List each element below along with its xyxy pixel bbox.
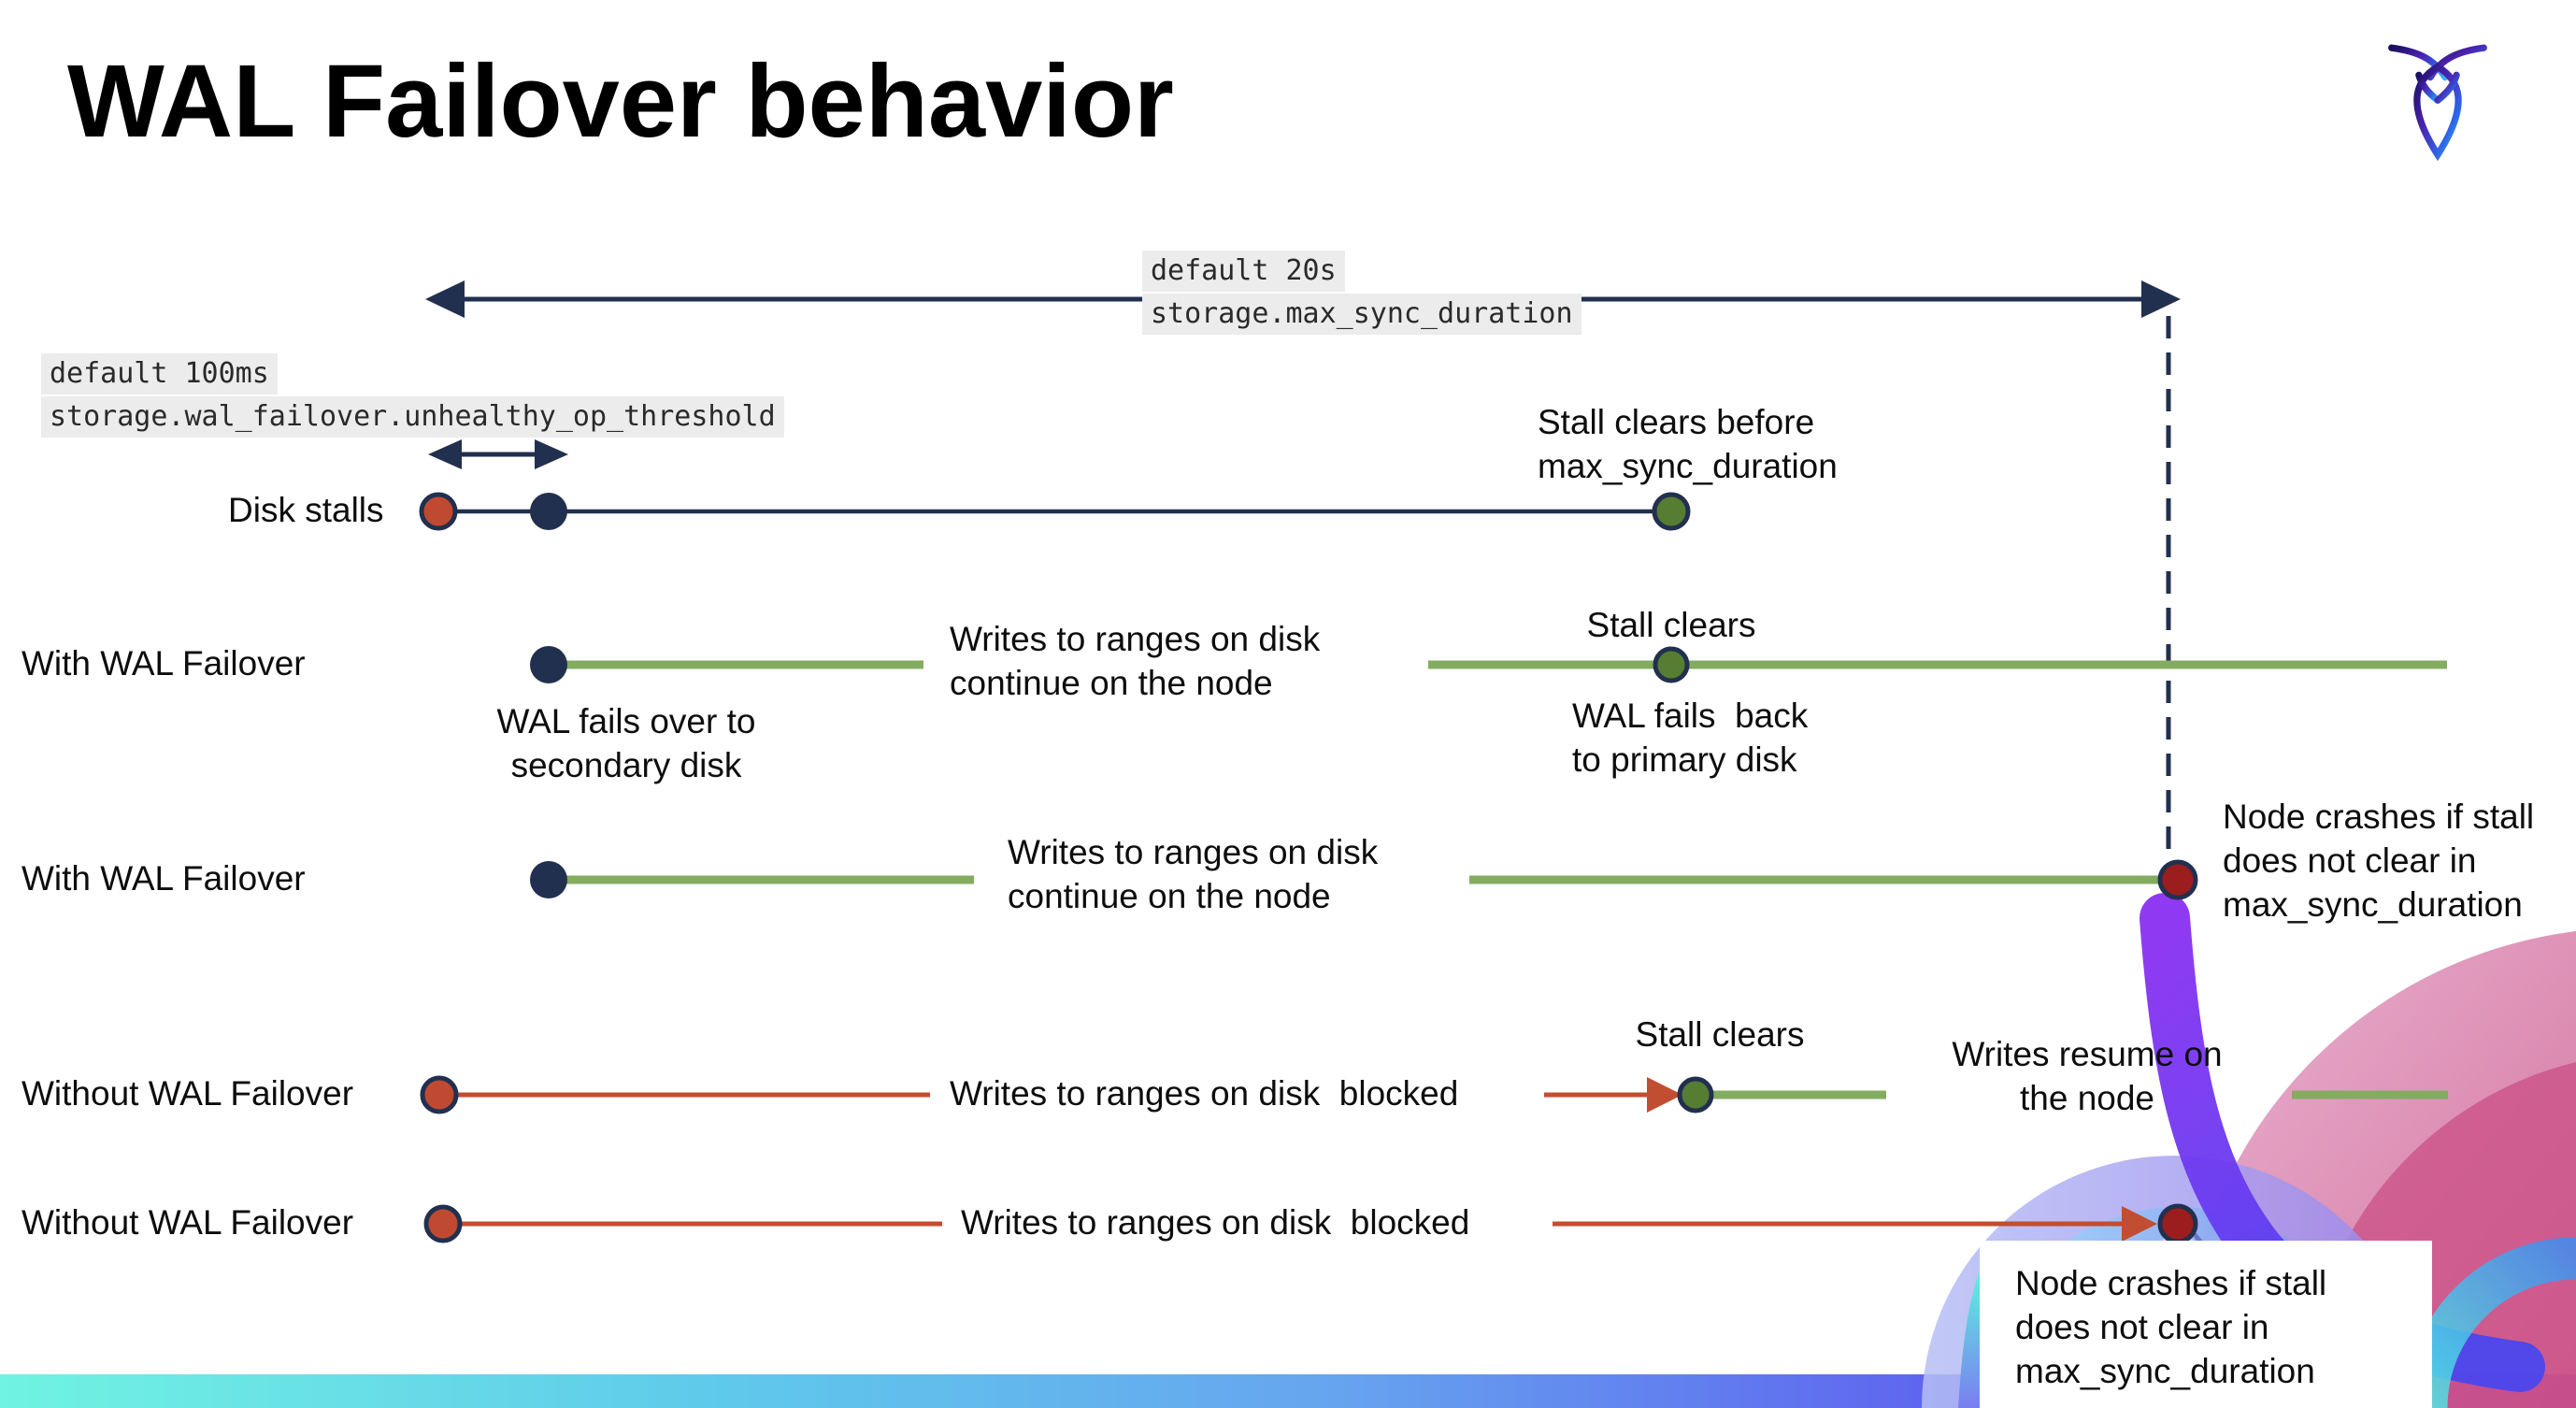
unhealthy-op-threshold-span-arrow — [428, 439, 568, 469]
timeline-with-failover-crash — [530, 859, 2198, 900]
red-arrowhead-icon — [2122, 1206, 2157, 1242]
threshold-dot — [530, 493, 567, 530]
setting-default-value: default 100ms — [41, 353, 278, 395]
stall-start-dot — [419, 492, 458, 531]
timeline-without-failover-crash — [423, 1203, 2198, 1244]
row-label-without-wal-failover-1: Without WAL Failover — [21, 1074, 354, 1113]
annotation-node-crashes-2: Node crashes if stall does not clear in … — [2015, 1264, 2327, 1390]
stall-clear-dot — [1652, 492, 1691, 531]
logo-branch-right — [2434, 71, 2460, 104]
annotation-wal-fails-over: WAL fails over to secondary disk — [496, 702, 756, 784]
max-sync-duration-label: default 20s storage.max_sync_duration — [1142, 251, 1581, 337]
row-label-with-wal-failover-1: With WAL Failover — [21, 644, 306, 682]
crash-dot — [2157, 859, 2198, 900]
timeline-without-failover-clears — [420, 1075, 2448, 1114]
failover-dot — [530, 861, 567, 898]
annotation-stall-clears-2: Stall clears — [1635, 1015, 1805, 1054]
stall-start-dot — [423, 1204, 463, 1243]
failover-dot — [530, 646, 567, 683]
stall-clear-dot — [1677, 1076, 1714, 1113]
annotation-stall-clears-1: Stall clears — [1586, 606, 1756, 644]
setting-default-value: default 20s — [1142, 251, 1345, 292]
setting-name: storage.wal_failover.unhealthy_op_thresh… — [41, 396, 784, 438]
arrowhead-left-icon — [428, 439, 462, 469]
cockroach-logo-icon — [2388, 44, 2487, 162]
annotation-writes-blocked-1: Writes to ranges on disk blocked — [950, 1074, 1459, 1113]
annotation-wal-fails-back: WAL fails back to primary disk — [1572, 697, 1809, 779]
timeline-with-failover-clears — [530, 646, 2447, 683]
annotation-writes-continue-1: Writes to ranges on disk continue on the… — [950, 620, 1321, 702]
page-title: WAL Failover behavior — [67, 44, 1174, 159]
row-label-disk-stalls: Disk stalls — [228, 491, 384, 529]
arrowhead-right-icon — [535, 439, 568, 469]
setting-name: storage.max_sync_duration — [1142, 294, 1581, 335]
arrowhead-left-icon — [425, 280, 465, 318]
row-label-with-wal-failover-2: With WAL Failover — [21, 859, 306, 898]
annotation-stall-clears-before: Stall clears before max_sync_duration — [1538, 403, 1838, 485]
unhealthy-op-threshold-label: default 100ms storage.wal_failover.unhea… — [41, 353, 784, 439]
timeline-disk-stalls — [419, 492, 1691, 531]
stall-clear-dot — [1653, 646, 1690, 683]
annotation-writes-continue-2: Writes to ranges on disk continue on the… — [1008, 833, 1379, 915]
red-arrowhead-icon — [1647, 1077, 1682, 1113]
crash-callout-box: Node crashes if stall does not clear in … — [1980, 1241, 2432, 1408]
annotation-node-crashes-1: Node crashes if stall does not clear in … — [2223, 797, 2535, 924]
row-label-without-wal-failover-2: Without WAL Failover — [21, 1203, 354, 1242]
arrowhead-right-icon — [2141, 280, 2181, 318]
stall-start-dot — [420, 1075, 459, 1114]
annotation-writes-blocked-2: Writes to ranges on disk blocked — [961, 1203, 1470, 1242]
annotation-writes-resume: Writes resume on the node — [1952, 1035, 2223, 1117]
crash-dot — [2157, 1203, 2198, 1244]
